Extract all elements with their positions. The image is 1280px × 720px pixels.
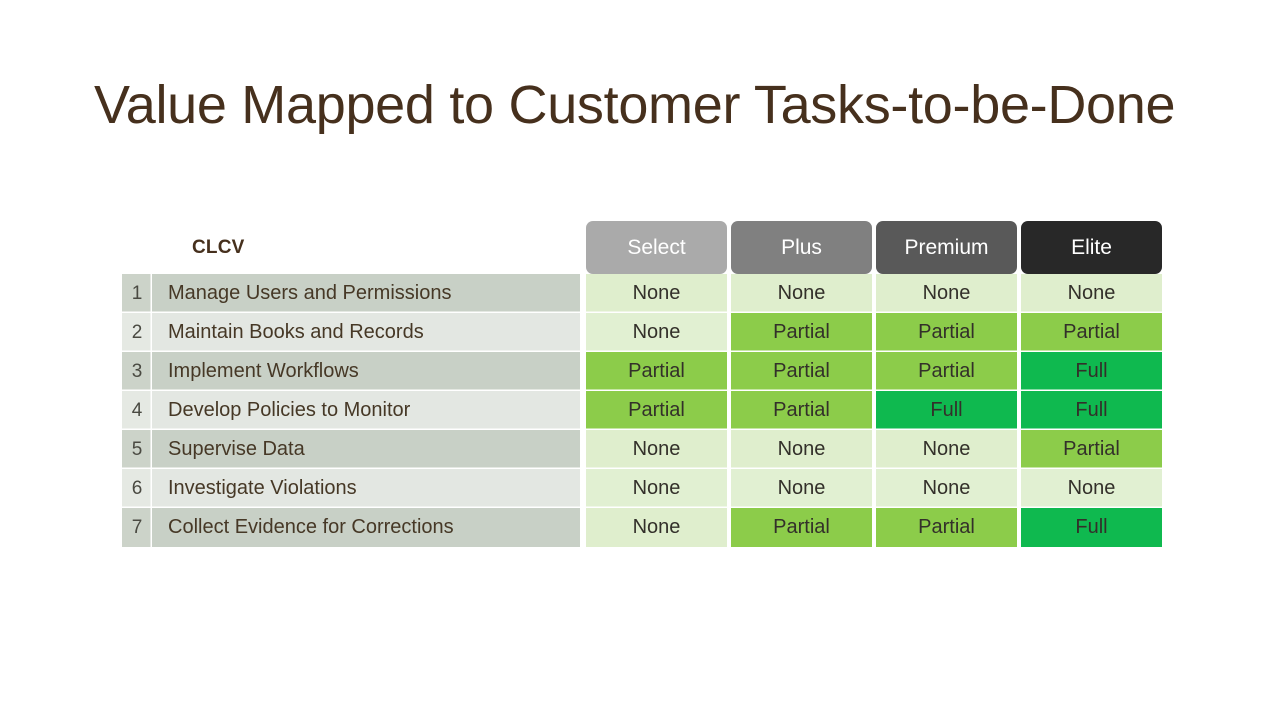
coverage-cell[interactable]: Partial [586, 352, 727, 391]
tier-header-premium[interactable]: Premium [876, 221, 1017, 274]
column-gap [872, 274, 876, 313]
matrix-header-row: CLCV Select Plus Premium Elite [122, 221, 1162, 274]
column-gap [580, 274, 586, 313]
coverage-cell[interactable]: None [731, 430, 872, 469]
column-gap [872, 469, 876, 508]
coverage-cell[interactable]: Partial [731, 313, 872, 352]
row-number: 4 [122, 391, 152, 430]
column-gap [1017, 391, 1021, 430]
coverage-cell[interactable]: Full [1021, 352, 1162, 391]
column-gap [580, 391, 586, 430]
column-gap [1017, 274, 1021, 313]
header-gap-1 [727, 221, 731, 274]
coverage-cell[interactable]: None [1021, 274, 1162, 313]
coverage-cell[interactable]: None [1021, 469, 1162, 508]
row-number: 6 [122, 469, 152, 508]
column-gap [1017, 469, 1021, 508]
header-gap-0 [580, 221, 586, 274]
coverage-cell[interactable]: None [876, 430, 1017, 469]
coverage-cell[interactable]: None [586, 508, 727, 547]
header-number-spacer [122, 221, 152, 274]
column-gap [872, 430, 876, 469]
coverage-cell[interactable]: None [876, 469, 1017, 508]
coverage-cell[interactable]: Partial [876, 352, 1017, 391]
coverage-cell[interactable]: Full [1021, 508, 1162, 547]
column-gap [872, 391, 876, 430]
row-task-label: Supervise Data [152, 430, 580, 469]
column-gap [727, 274, 731, 313]
coverage-cell[interactable]: Partial [731, 352, 872, 391]
column-gap [1017, 430, 1021, 469]
coverage-cell[interactable]: Partial [586, 391, 727, 430]
column-gap [727, 508, 731, 547]
row-task-label: Maintain Books and Records [152, 313, 580, 352]
coverage-cell[interactable]: Partial [731, 508, 872, 547]
page-title: Value Mapped to Customer Tasks-to-be-Don… [94, 75, 1176, 135]
row-number: 2 [122, 313, 152, 352]
coverage-cell[interactable]: Partial [1021, 430, 1162, 469]
row-task-label: Collect Evidence for Corrections [152, 508, 580, 547]
column-gap [727, 352, 731, 391]
coverage-cell[interactable]: None [586, 313, 727, 352]
column-gap [580, 352, 586, 391]
column-gap [580, 469, 586, 508]
column-gap [727, 313, 731, 352]
matrix-corner-label: CLCV [152, 221, 580, 274]
coverage-cell[interactable]: Partial [1021, 313, 1162, 352]
header-gap-3 [1017, 221, 1021, 274]
row-number: 5 [122, 430, 152, 469]
column-gap [580, 508, 586, 547]
coverage-cell[interactable]: Partial [876, 508, 1017, 547]
coverage-cell[interactable]: Full [1021, 391, 1162, 430]
tier-header-plus[interactable]: Plus [731, 221, 872, 274]
column-gap [1017, 313, 1021, 352]
coverage-cell[interactable]: Partial [731, 391, 872, 430]
coverage-cell[interactable]: None [586, 274, 727, 313]
column-gap [727, 391, 731, 430]
column-gap [872, 313, 876, 352]
column-gap [727, 469, 731, 508]
coverage-cell[interactable]: Partial [876, 313, 1017, 352]
row-number: 1 [122, 274, 152, 313]
row-task-label: Manage Users and Permissions [152, 274, 580, 313]
row-number: 7 [122, 508, 152, 547]
coverage-cell[interactable]: None [731, 469, 872, 508]
column-gap [727, 430, 731, 469]
tier-header-select[interactable]: Select [586, 221, 727, 274]
header-gap-2 [872, 221, 876, 274]
row-number: 3 [122, 352, 152, 391]
column-gap [872, 508, 876, 547]
coverage-cell[interactable]: None [876, 274, 1017, 313]
coverage-cell[interactable]: None [586, 469, 727, 508]
coverage-cell[interactable]: None [731, 274, 872, 313]
row-task-label: Investigate Violations [152, 469, 580, 508]
column-gap [580, 313, 586, 352]
tier-header-elite[interactable]: Elite [1021, 221, 1162, 274]
column-gap [872, 352, 876, 391]
column-gap [580, 430, 586, 469]
row-task-label: Implement Workflows [152, 352, 580, 391]
coverage-cell[interactable]: None [586, 430, 727, 469]
coverage-cell[interactable]: Full [876, 391, 1017, 430]
row-task-label: Develop Policies to Monitor [152, 391, 580, 430]
column-gap [1017, 352, 1021, 391]
column-gap [1017, 508, 1021, 547]
